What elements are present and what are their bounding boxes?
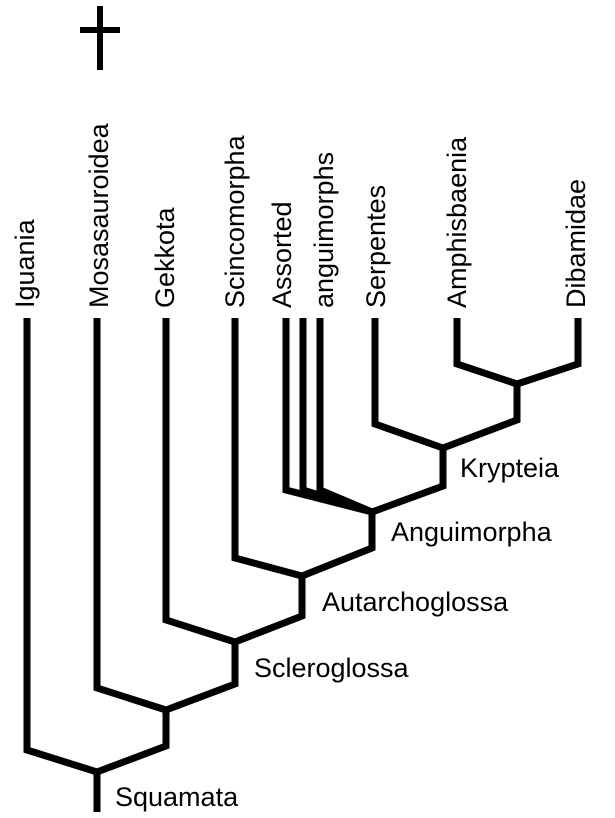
clade-label-anguimorpha: Anguimorpha [391,517,553,547]
branch-serpentes [371,318,445,452]
extinct-dagger-icon [80,6,120,70]
branch-dibamidae [515,318,582,388]
branch-assorted-anguimorph-2 [299,318,374,516]
taxon-label-amphisbaenia: Amphisbaenia [442,136,472,308]
branch-assorted-anguimorph-3 [316,318,374,516]
taxon-label-serpentes: Serpentes [361,185,391,308]
branch-krypteia-stem [370,448,447,516]
taxon-label-assorted: Assorted [267,201,297,308]
clade-label-autarchoglossa: Autarchoglossa [322,587,509,617]
branch-autarchoglossa-stem [233,576,306,646]
taxon-label-gekkota: Gekkota [150,206,180,308]
taxon-label-scincomorpha: Scincomorpha [220,134,250,308]
branch-scincomorpha [231,318,303,580]
branch-gekkota [162,318,237,646]
branch-scleroglossa-stem [164,642,239,714]
taxon-label-mosasauroidea: Mosasauroidea [84,122,114,308]
branch-iguania [23,318,99,776]
branches [23,318,582,812]
clade-label-krypteia: Krypteia [460,453,560,483]
taxon-label-dibamidae: Dibamidae [561,179,591,308]
taxon-label-anguimorphs: anguimorphs [309,152,339,308]
branch-amphisbaenia-dibamidae-stem [441,384,521,452]
branch-anguimorpha-stem [300,512,376,580]
clade-label-scleroglossa: Scleroglossa [254,653,410,683]
branch-mosasauroidea-scleroglossa-stem [95,710,170,776]
clade-label-squamata: Squamata [115,782,239,812]
branch-mosasauroidea [93,318,168,714]
branch-amphisbaenia [453,318,519,388]
taxon-label-iguania: Iguania [10,218,40,308]
branch-assorted-anguimorph-1 [282,318,373,516]
